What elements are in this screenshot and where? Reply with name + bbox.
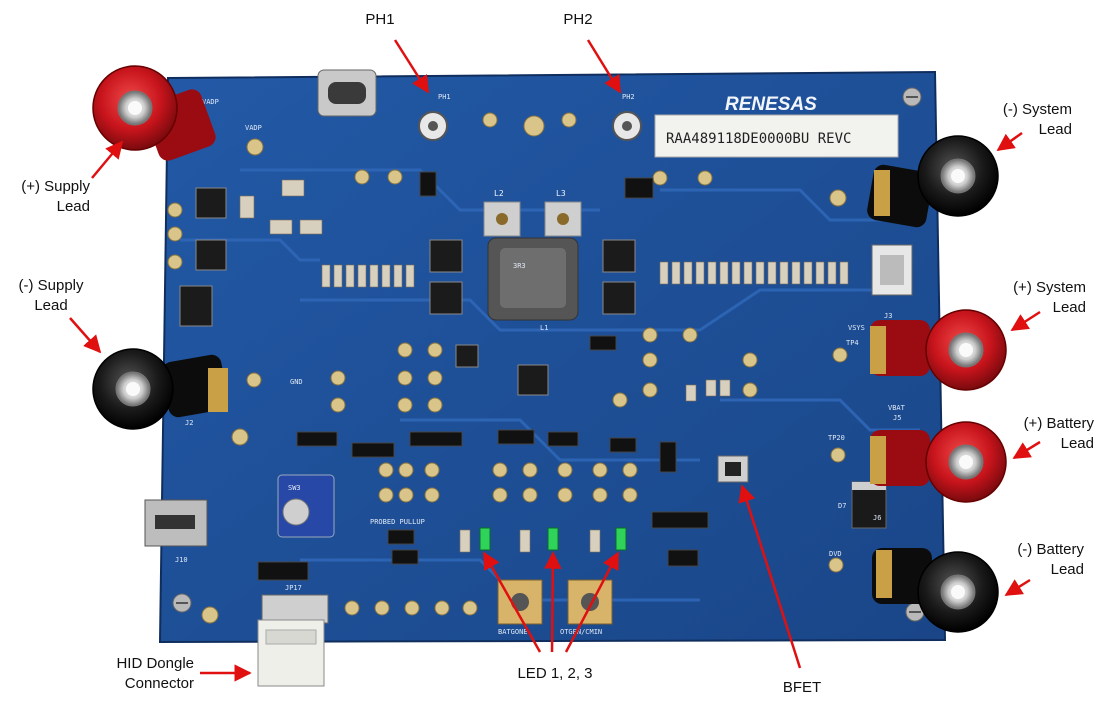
svg-text:PROBED PULLUP: PROBED PULLUP [370,518,425,526]
svg-text:VBAT: VBAT [888,404,906,412]
arrow-ph1 [393,39,430,94]
callout-line: Lead [1052,299,1086,316]
system-positive-post [870,309,1007,391]
svg-text:PH2: PH2 [622,93,635,101]
jumpers [257,171,709,581]
callout-line: Lead [56,198,90,215]
callout-ph1-text: PH1 [365,11,395,28]
svg-text:DVD: DVD [829,550,842,558]
arrow-led2 [544,551,562,653]
callout-line: (+) Supply [21,178,90,195]
svg-text:SW3: SW3 [288,484,301,492]
callout-line: Lead [1038,121,1072,138]
test-points [167,112,848,624]
svg-text:VADP: VADP [202,98,219,106]
callout-line: Connector [124,675,194,692]
part-label: RAA489118DE0000BU REVC [654,114,899,158]
svg-text:GND: GND [290,378,303,386]
callout-line: (+) Battery [1023,415,1094,432]
callout-bfet-text: BFET [782,679,822,696]
callout-hid-dongle: HID Dongle Connector [86,654,194,694]
ph1-probe [418,111,448,141]
arrow-bfet [738,484,802,669]
svg-text:RENESAS: RENESAS [725,94,817,115]
callout-line: Lead [34,297,68,314]
callout-supply-positive: (+) Supply Lead [4,177,90,217]
svg-text:L1: L1 [540,324,548,332]
svg-text:L2: L2 [494,189,504,198]
arrow-ph2 [586,39,622,94]
arrow-led3 [564,551,620,653]
svg-text:OTGEN/CMIN: OTGEN/CMIN [560,628,602,636]
svg-text:J5: J5 [893,414,901,422]
supply-positive-post [92,65,216,161]
arrow-system-negative [996,131,1023,152]
silkscreen-labels: VADP VADP GND VSYS TP4 VBAT J3 J5 J6 J2 … [185,93,906,558]
supply-negative-post [92,348,228,430]
callout-ph2-text: PH2 [563,11,593,28]
svg-text:RAA489118DE0000BU REVC: RAA489118DE0000BU REVC [666,131,851,147]
callout-supply-negative: (-) Supply Lead [4,276,98,316]
callout-arrows [69,39,1041,682]
diode-d7: D7 [838,481,887,529]
battery-positive-post [870,421,1007,503]
callout-system-negative: (-) System Lead [988,100,1072,140]
svg-text:D7: D7 [838,502,846,510]
svg-text:PH1: PH1 [438,93,451,101]
callout-line: Lead [1060,435,1094,452]
callout-ph2: PH2 [556,10,600,30]
mounting-screw [172,87,925,622]
callout-line: HID Dongle [116,655,194,672]
status-leds [479,527,627,551]
usb-mini-connector: J10 [144,499,208,564]
callout-line: (-) System [1002,101,1072,118]
callout-bfet: BFET [774,678,830,698]
ph2-probe [612,111,642,141]
svg-text:BATGONE: BATGONE [498,628,528,636]
callout-line: (+) System [1013,279,1086,296]
callout-battery-positive: (+) Battery Lead [994,414,1094,454]
callout-line: Lead [1050,561,1084,578]
svg-text:3R3: 3R3 [513,262,526,270]
inductor-pads: L2 L3 L1 [483,189,582,332]
svg-text:JP17: JP17 [285,584,302,592]
arrow-battery-negative [1004,578,1031,597]
callout-battery-negative: (-) Battery Lead [988,540,1084,580]
callout-leds-text: LED 1, 2, 3 [517,665,593,682]
brand-logo: RENESAS [725,94,817,115]
mosfet-chips [179,187,636,396]
arrow-supply-positive [91,140,124,179]
bfet-transistor [717,455,749,483]
callout-line: (-) Battery [1017,541,1084,558]
callout-line: (-) Supply [18,277,84,294]
svg-text:L3: L3 [556,189,566,198]
system-negative-post [867,135,999,228]
rotary-switch-sw3: SW3 [277,474,335,538]
callout-ph1: PH1 [358,10,402,30]
svg-text:J10: J10 [175,556,188,564]
arrow-led1 [482,551,542,653]
svg-text:VADP: VADP [245,124,262,132]
hid-dongle-connector: JP17 [257,584,329,687]
svg-text:J6: J6 [873,514,881,522]
arrow-supply-negative [69,317,102,354]
svg-text:VSYS: VSYS [848,324,865,332]
callout-leds: LED 1, 2, 3 [500,664,610,684]
sense-resistor [871,244,913,296]
svg-text:TP4: TP4 [846,339,859,347]
callout-system-positive: (+) System Lead [994,278,1086,318]
svg-text:J3: J3 [884,312,892,320]
usb-c-connector [317,69,377,117]
smd-components [239,179,849,553]
arrow-system-positive [1010,310,1041,332]
pushbuttons: BATGONE OTGEN/CMIN [497,579,613,636]
arrow-battery-positive [1012,440,1041,460]
svg-text:J2: J2 [185,419,193,427]
inductor-l1: 3R3 [487,237,579,321]
battery-negative-post [872,548,999,633]
svg-text:TP20: TP20 [828,434,845,442]
